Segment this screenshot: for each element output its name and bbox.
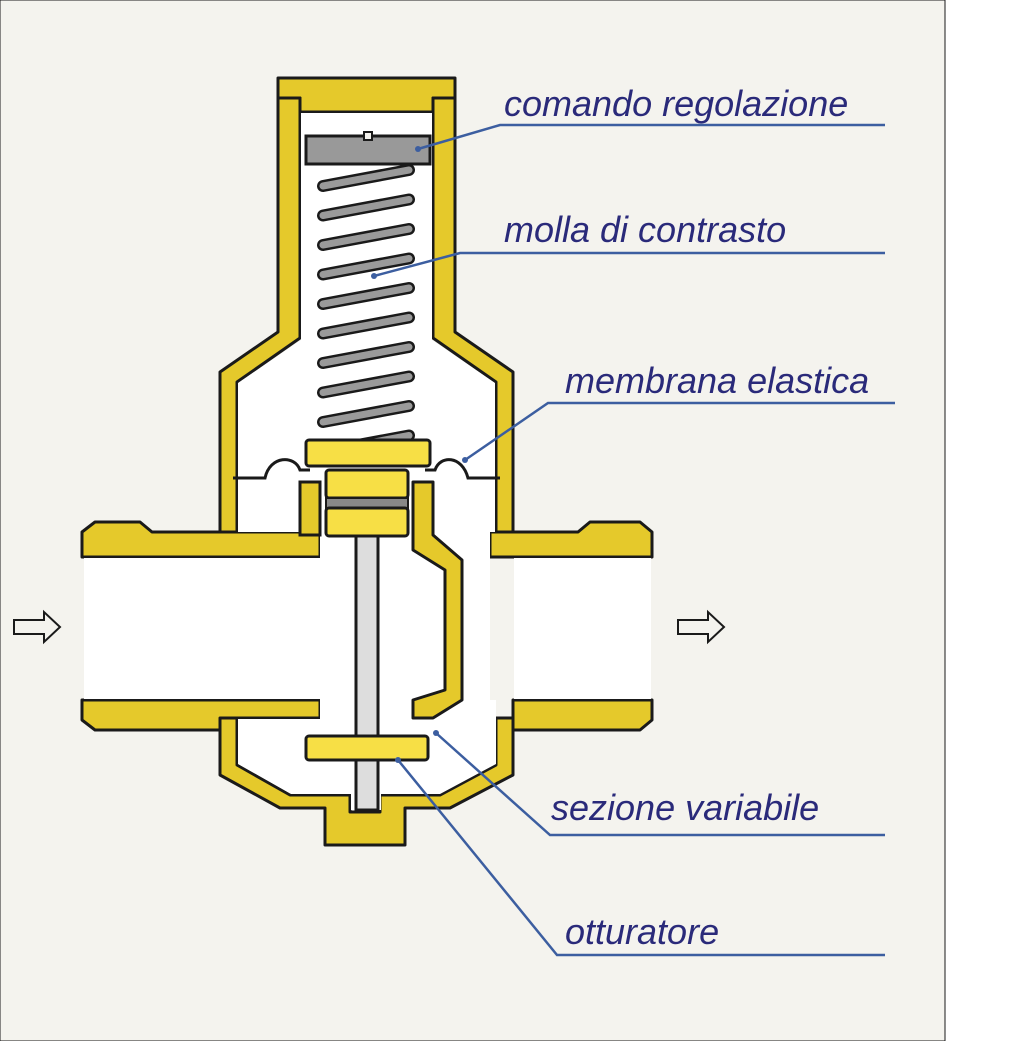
piston-disc-upper (324, 468, 410, 500)
elastic-membrane (233, 458, 500, 480)
top-cap (276, 76, 457, 114)
piston-plate (304, 438, 432, 468)
outlet-pipe-bottom (511, 698, 654, 732)
leader-dots (371, 146, 468, 763)
label-otturatore: otturatore (565, 911, 719, 952)
inlet-arrow-icon (13, 609, 62, 645)
outlet-bore (514, 558, 651, 699)
label-molla-di-contrasto: molla di contrasto (504, 209, 786, 250)
leader-membrana (464, 401, 895, 462)
label-membrana-elastica: membrana elastica (565, 360, 869, 401)
outlet-arrow-icon (677, 609, 726, 645)
label-comando-regolazione: comando regolazione (504, 83, 848, 124)
spring-coils (317, 164, 415, 458)
spring-coil-fill (319, 402, 413, 426)
piston-disc-lower (324, 506, 410, 538)
obturator-disc (304, 734, 430, 762)
leader-otturatore (397, 759, 885, 957)
outlet-pipe-top (488, 520, 654, 559)
inner-guide-right-redraw (411, 480, 464, 720)
spring-coil-fill (319, 373, 413, 396)
label-sezione-variabile: sezione variabile (551, 787, 819, 828)
inner-seat-left-redraw (298, 480, 322, 537)
inlet-pipe-top (80, 520, 322, 559)
spring-coil-fill (319, 314, 413, 337)
spring-coil-fill (319, 255, 413, 278)
spring-coil-fill (319, 166, 413, 190)
spring-coil-fill (319, 343, 413, 367)
valve-stem (354, 533, 380, 812)
leader-sezione (435, 732, 885, 837)
spring-coil-fill (319, 196, 413, 219)
inlet-bore (84, 558, 320, 699)
control-block (304, 131, 432, 166)
spring-coil-fill (319, 284, 413, 308)
leader-comando (417, 123, 885, 151)
leader-molla (373, 251, 885, 278)
leader-lines (373, 123, 895, 957)
spring-coil-fill (319, 225, 413, 249)
